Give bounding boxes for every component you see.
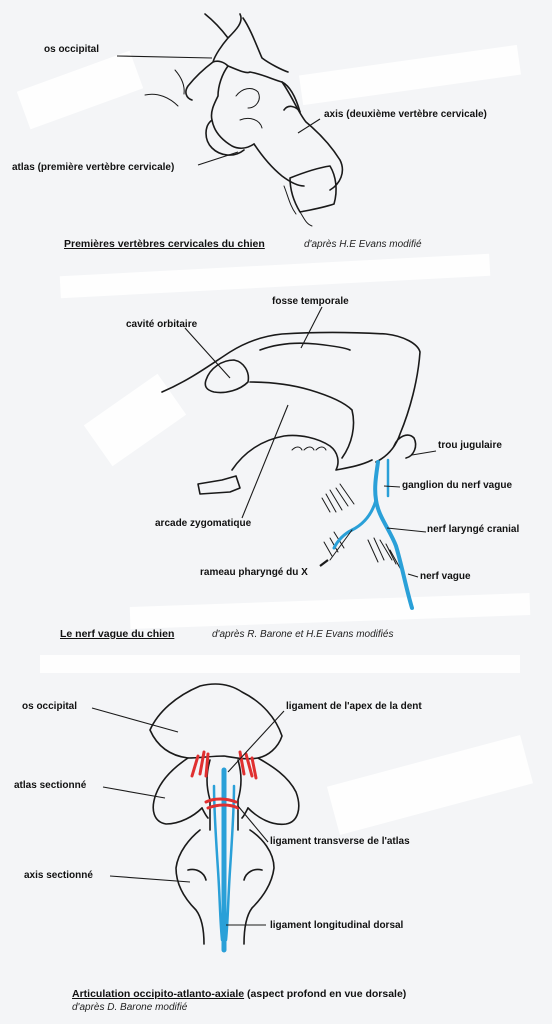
figure3-source: d'après D. Barone modifié	[72, 1002, 188, 1013]
label-rameau-pharynge: rameau pharyngé du X	[200, 567, 308, 578]
label-atlas-sectionne: atlas sectionné	[14, 780, 87, 791]
label-ligament-transverse: ligament transverse de l'atlas	[270, 836, 410, 847]
figure3-caption-line: Articulation occipito-atlanto-axiale (as…	[72, 988, 406, 1000]
figure3-caption: Articulation occipito-atlanto-axiale	[72, 988, 245, 1000]
figure2-caption: Le nerf vague du chien	[60, 628, 175, 640]
label-ligament-longitudinal: ligament longitudinal dorsal	[270, 920, 404, 931]
figure1-vertebrae-drawing	[116, 13, 344, 227]
label-ganglion: ganglion du nerf vague	[402, 480, 513, 491]
label-axis-sectionne: axis sectionné	[24, 870, 93, 881]
figure3-joint-drawing	[91, 683, 300, 953]
label-cavite-orbitaire: cavité orbitaire	[126, 319, 198, 330]
figure2-skull-drawing	[161, 306, 437, 610]
figure1-caption: Premières vertèbres cervicales du chien	[64, 238, 265, 250]
label-ligament-apex: ligament de l'apex de la dent	[286, 701, 422, 712]
figure2-source: d'après R. Barone et H.E Evans modifiés	[212, 629, 394, 640]
label-fosse-temporale: fosse temporale	[272, 296, 349, 307]
label-arcade-zygomatique: arcade zygomatique	[155, 518, 252, 529]
label-axis: axis (deuxième vertèbre cervicale)	[324, 109, 487, 120]
figure3-caption-rest: (aspect profond en vue dorsale)	[244, 988, 407, 1000]
label-nerf-vague: nerf vague	[420, 571, 471, 582]
label-trou-jugulaire: trou jugulaire	[438, 440, 502, 451]
background-smudges	[16, 44, 534, 836]
label-nerf-larynge: nerf laryngé cranial	[427, 524, 520, 535]
label-atlas: atlas (première vertèbre cervicale)	[12, 162, 175, 173]
label-os-occipital-3: os occipital	[22, 701, 78, 712]
label-os-occipital-1: os occipital	[44, 44, 100, 55]
figure1-source: d'après H.E Evans modifié	[304, 239, 422, 250]
